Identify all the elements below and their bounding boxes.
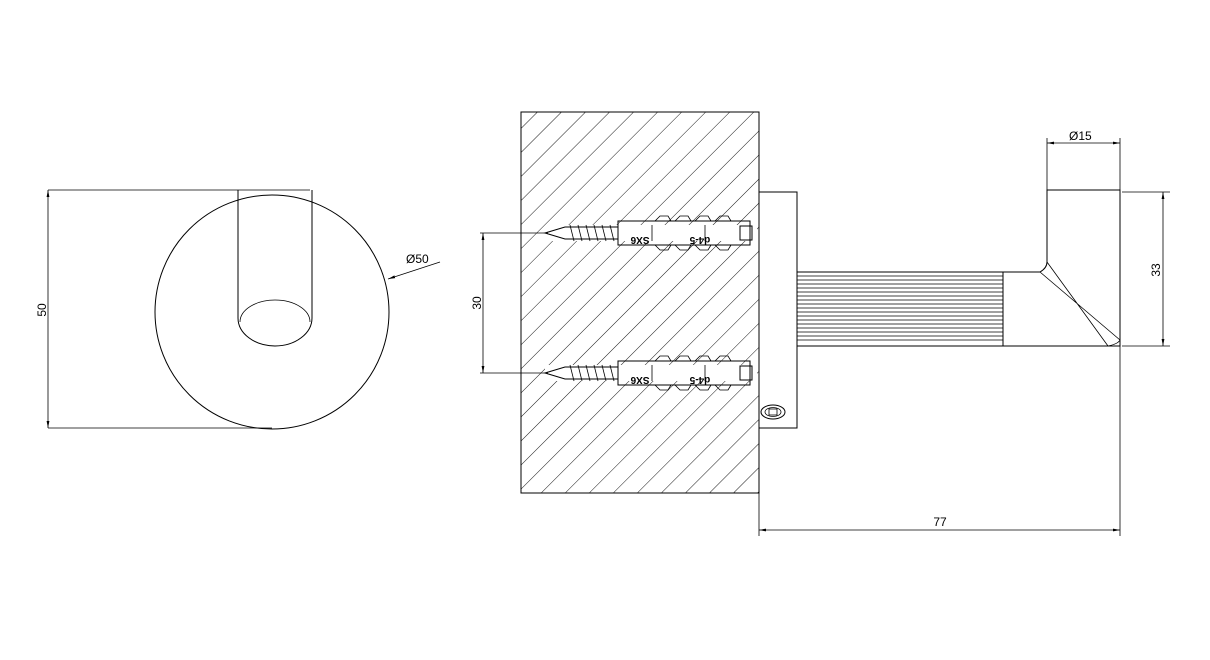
dim-leader-d50 [387, 261, 441, 280]
cover-screw-icon [760, 404, 786, 420]
hook-outline [237, 190, 313, 347]
screw-anchor-bottom: SX6 d4-5 [543, 355, 757, 391]
dim-33-label: 33 [1149, 263, 1163, 277]
anchor-size-label: d4-5 [689, 374, 710, 385]
section-view: SX6 d4-5 SX6 d4-5 30 [470, 111, 798, 494]
side-view: Ø15 33 77 [758, 129, 1170, 536]
anchor-size-label: d4-5 [689, 234, 710, 245]
wall-section [520, 111, 760, 494]
hook-tip-edge [239, 299, 311, 323]
hook-body [1003, 189, 1121, 347]
dim-30-label: 30 [470, 296, 484, 310]
dim-77-label: 77 [933, 515, 947, 529]
dim-d15-label: Ø15 [1069, 129, 1092, 143]
rosette-circle [154, 194, 390, 430]
dim-50-label: 50 [35, 303, 49, 317]
ribbed-rod [796, 271, 1004, 347]
screw-size-label: SX6 [630, 374, 649, 385]
screw-anchor-top: SX6 d4-5 [543, 215, 757, 251]
rod-ribs [797, 275, 1003, 341]
screw-size-label: SX6 [630, 234, 649, 245]
hook-bevel [1039, 261, 1121, 347]
mounting-plate [758, 191, 798, 429]
front-view: 50 Ø50 [35, 189, 441, 430]
dim-d50-label: Ø50 [406, 252, 429, 266]
